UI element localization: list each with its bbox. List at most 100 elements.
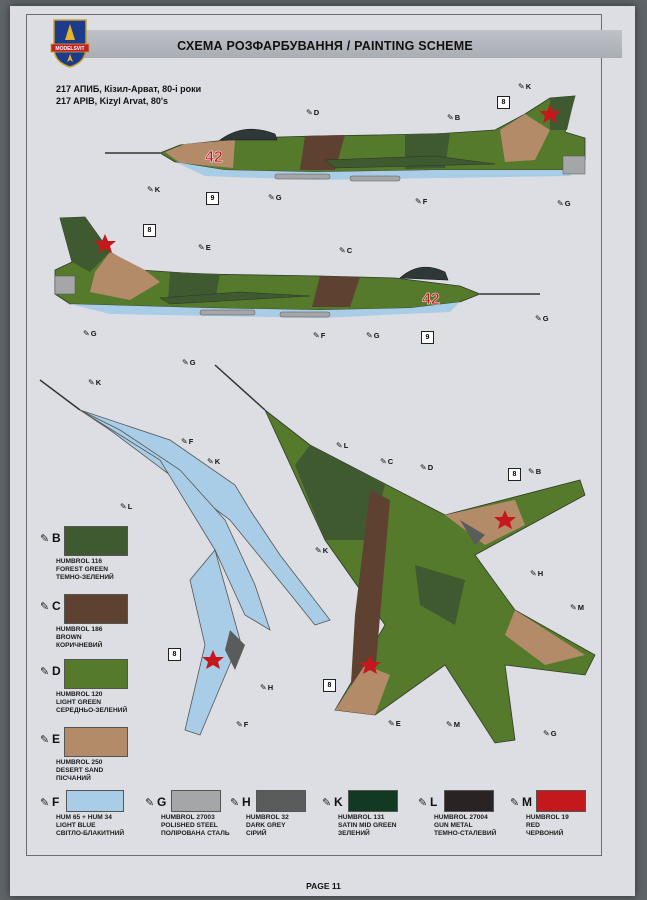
decal-ref-star-1: 8	[497, 96, 510, 109]
paint-code: E	[52, 732, 61, 746]
paint-label-line: ПІСЧАНИЙ	[56, 775, 91, 782]
callout-k-3: ✎K	[88, 378, 102, 387]
page-number: PAGE 11	[306, 881, 341, 891]
callout-b-1: ✎B	[447, 113, 461, 122]
paint-label-line: ТЕМНО-СТАЛЕВИЙ	[434, 830, 497, 837]
paint-label-line: FOREST GREEN	[56, 566, 109, 573]
color-chip	[64, 594, 128, 624]
callout-g-6: ✎G	[182, 358, 196, 367]
color-chip	[64, 526, 128, 556]
callout-k-1: ✎K	[518, 82, 532, 91]
paint-code: M	[522, 795, 532, 809]
paint-code: H	[242, 795, 251, 809]
color-chip	[348, 790, 398, 812]
paint-label-line: ЗЕЛЕНИЙ	[338, 830, 370, 837]
paint-label-line: HUMBROL 27003	[161, 814, 215, 821]
header-band	[62, 30, 622, 58]
decal-ref-star-2: 8	[143, 224, 156, 237]
paint-label-line: RED	[526, 822, 540, 829]
paint-code: D	[52, 664, 61, 678]
paint-label-line: DESERT SAND	[56, 767, 104, 774]
paint-label-line: HUMBROL 250	[56, 759, 103, 766]
callout-e-2: ✎E	[388, 719, 401, 728]
decal-ref-number-1: 9	[206, 192, 219, 205]
decal-ref-star-4: 8	[168, 648, 181, 661]
callout-k-4: ✎K	[207, 457, 221, 466]
brush-icon: ✎	[230, 797, 240, 809]
callout-f-1: ✎F	[415, 197, 428, 206]
brush-icon: ✎	[40, 734, 50, 746]
callout-b-2: ✎B	[528, 467, 542, 476]
callout-f-2: ✎F	[313, 331, 326, 340]
paint-label-line: HUM 65 + HUM 34	[56, 814, 112, 821]
aircraft-top-view	[214, 364, 596, 744]
paint-code: G	[157, 795, 167, 809]
aircraft-left-profile: 42	[105, 95, 586, 182]
paint-label-line: HUMBROL 32	[246, 814, 289, 821]
paint-code: F	[52, 795, 60, 809]
callout-f-4: ✎F	[236, 720, 249, 729]
brush-icon: ✎	[40, 533, 50, 545]
callout-h-2: ✎H	[260, 683, 274, 692]
paint-label-line: POLISHED STEEL	[161, 822, 218, 829]
unit-caption-ua: 217 АПИБ, Кізил-Арват, 80-і роки	[56, 84, 202, 94]
paint-label-line: HUMBROL 19	[526, 814, 569, 821]
paint-label-line: HUMBROL 116	[56, 558, 103, 565]
decal-ref-number-2: 9	[421, 331, 434, 344]
decal-ref-star-5: 8	[323, 679, 336, 692]
callout-h-1: ✎H	[530, 569, 544, 578]
paint-label-line: HUMBROL 131	[338, 814, 385, 821]
callout-l-2: ✎L	[120, 502, 133, 511]
paint-label-line: GUN METAL	[434, 822, 473, 829]
unit-caption-en: 217 APIB, Kizyl Arvat, 80's	[56, 96, 169, 106]
paint-label-line: HUMBROL 186	[56, 626, 103, 633]
callout-f-3: ✎F	[181, 437, 194, 446]
color-chip	[64, 659, 128, 689]
aircraft-right-profile: 42	[54, 216, 540, 318]
decal-ref-star-3: 8	[508, 468, 521, 481]
callout-m-1: ✎M	[570, 603, 584, 612]
paint-label-line: СІРИЙ	[246, 830, 267, 837]
paint-label-line: СВІТЛО-БЛАКИТНИЙ	[56, 830, 125, 837]
paint-label-line: HUMBROL 27004	[434, 814, 488, 821]
callout-k-2: ✎K	[147, 185, 161, 194]
brush-icon: ✎	[40, 666, 50, 678]
color-chip	[444, 790, 494, 812]
paint-label-line: ЧЕРВОНИЙ	[526, 830, 564, 837]
callout-g-1: ✎G	[268, 193, 282, 202]
callout-c-2: ✎C	[380, 457, 394, 466]
callout-g-5: ✎G	[535, 314, 549, 323]
brush-icon: ✎	[510, 797, 520, 809]
paint-label-line: LIGHT BLUE	[56, 822, 96, 829]
modelsvit-logo: MODELSVIT	[50, 19, 90, 68]
paint-label-line: КОРИЧНЕВИЙ	[56, 642, 103, 649]
callout-d-2: ✎D	[420, 463, 434, 472]
callout-g-2: ✎G	[557, 199, 571, 208]
paint-label-line: SATIN MID GREEN	[338, 822, 397, 829]
brush-icon: ✎	[418, 797, 428, 809]
paint-code: B	[52, 531, 61, 545]
paint-label-line: LIGHT GREEN	[56, 699, 102, 706]
page-title: СХЕМА РОЗФАРБУВАННЯ / PAINTING SCHEME	[177, 39, 473, 53]
callout-c-1: ✎C	[339, 246, 353, 255]
paint-code: K	[334, 795, 343, 809]
brush-icon: ✎	[145, 797, 155, 809]
callout-k-5: ✎K	[315, 546, 329, 555]
callout-m-2: ✎M	[446, 720, 460, 729]
paint-label-line: СЕРЕДНЬО-ЗЕЛЕНИЙ	[56, 707, 128, 714]
brush-icon: ✎	[322, 797, 332, 809]
brush-icon: ✎	[40, 797, 50, 809]
color-chip	[256, 790, 306, 812]
paint-label-line: ТЕМНО-ЗЕЛЕНИЙ	[56, 574, 114, 581]
aircraft-bottom-view	[39, 379, 331, 736]
page-frame	[26, 14, 602, 856]
paint-label-line: BROWN	[56, 634, 82, 641]
color-chip	[171, 790, 221, 812]
paint-code: C	[52, 599, 61, 613]
nose-number-right: 42	[422, 291, 440, 308]
callout-l-1: ✎L	[336, 441, 349, 450]
svg-text:MODELSVIT: MODELSVIT	[55, 46, 84, 52]
paint-label-line: HUMBROL 120	[56, 691, 103, 698]
callout-g-7: ✎G	[543, 729, 557, 738]
callout-g-3: ✎G	[83, 329, 97, 338]
